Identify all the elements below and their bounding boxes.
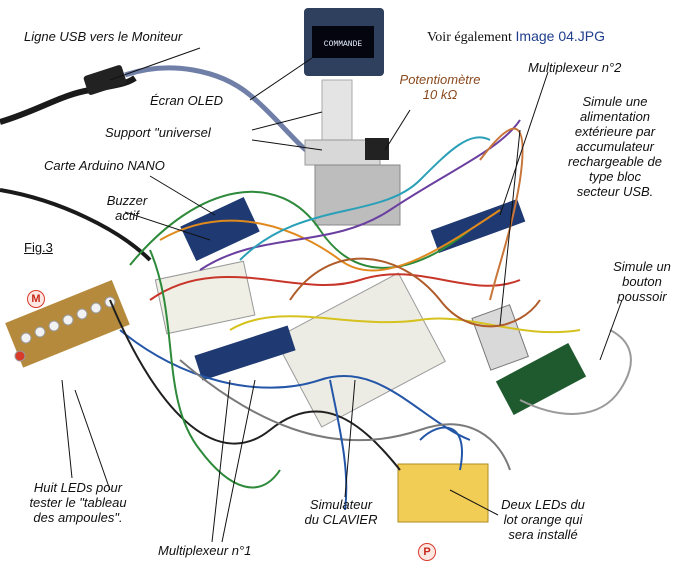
label-keyboard-sim-line1: Simulateur [309, 497, 373, 512]
label-buzzer: Buzzer actif [92, 193, 162, 223]
label-eight-leds-line1: Huit LEDs pour [33, 480, 123, 495]
label-power-sim-line6: type bloc [588, 169, 642, 184]
label-keyboard-sim-line2: du CLAVIER [304, 512, 378, 527]
badge-p: P [418, 543, 436, 561]
potentiometer [365, 138, 389, 160]
breadboard-arduino [154, 260, 256, 335]
label-see-also-file: Image 04.JPG [515, 28, 606, 44]
label-eight-leds: Huit LEDs pour tester le "tableau des am… [0, 480, 156, 525]
label-two-leds-line3: sera installé [508, 527, 578, 542]
label-buzzer-line2: actif [115, 208, 139, 223]
breadboard-leds [397, 463, 489, 523]
label-oled-screen: Écran OLED [150, 93, 223, 108]
label-see-also-prefix: Voir également [427, 30, 512, 45]
label-eight-leds-line3: des ampoules". [33, 510, 123, 525]
label-button-sim: Simule un bouton poussoir [600, 259, 684, 304]
label-usb-line: Ligne USB vers le Moniteur [24, 29, 183, 44]
badge-m: M [27, 290, 45, 308]
power-module [471, 304, 530, 371]
label-eight-leds-line2: tester le "tableau [29, 495, 127, 510]
label-two-leds-line2: lot orange qui [503, 512, 583, 527]
label-two-leds-line1: Deux LEDs du [501, 497, 585, 512]
label-keyboard-sim: Simulateur du CLAVIER [283, 497, 399, 527]
label-button-sim-line1: Simule un [613, 259, 671, 274]
label-arduino-nano: Carte Arduino NANO [44, 158, 165, 173]
usb-plug [83, 65, 127, 95]
label-potentiometer-line2: 10 kΩ [422, 87, 458, 102]
label-power-sim-line1: Simule une [582, 94, 648, 109]
label-power-sim-line3: extérieure par [574, 124, 656, 139]
label-power-sim-line4: accumulateur [575, 139, 655, 154]
label-mux1: Multiplexeur n°1 [158, 543, 252, 558]
multiplexer-1 [194, 325, 296, 381]
breadboard-keyboard [274, 272, 446, 428]
usb-braided-cable [124, 65, 322, 163]
arduino-nano [180, 196, 260, 262]
label-two-leds: Deux LEDs du lot orange qui sera install… [493, 497, 593, 542]
oled-display-text: COMMANDE [324, 40, 363, 49]
figure-label: Fig.3 [24, 240, 53, 255]
label-buzzer-line1: Buzzer [106, 193, 148, 208]
label-power-sim-line5: rechargeable de [568, 154, 662, 169]
label-potentiometer: Potentiomètre 10 kΩ [390, 72, 490, 102]
leader-lines [61, 47, 623, 543]
button-board [495, 342, 587, 416]
oled-screen [312, 26, 374, 58]
label-button-sim-line3: poussoir [617, 289, 667, 304]
label-see-also: Voir également Image 04.JPG [427, 28, 606, 46]
wiring-nest [109, 119, 632, 511]
label-power-sim: Simule une alimentation extérieure par a… [552, 94, 678, 199]
label-mux2: Multiplexeur n°2 [528, 60, 622, 75]
label-power-sim-line7: secteur USB. [576, 184, 654, 199]
label-potentiometer-line1: Potentiomètre [399, 72, 481, 87]
label-power-sim-line2: alimentation [579, 109, 651, 124]
label-button-sim-line2: bouton [622, 274, 662, 289]
label-universal-support: Support "universel [105, 125, 211, 140]
